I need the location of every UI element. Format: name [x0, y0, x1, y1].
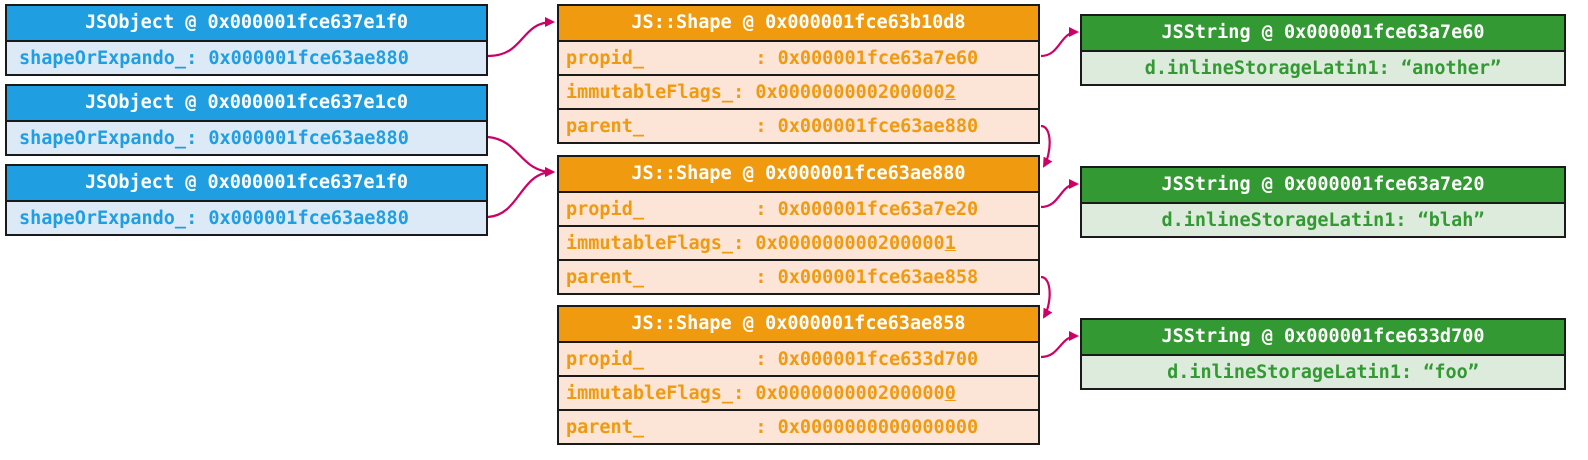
propid-field: propid_ : 0x000001fce633d700 [559, 341, 1038, 375]
inline-storage-field: d.inlineStorageLatin1: “blah” [1082, 202, 1564, 236]
jsobject-box-1: JSObject @ 0x000001fce637e1f0 shapeOrExp… [5, 4, 488, 76]
arrow-shape3-to-string3 [1040, 331, 1079, 359]
jsstring-box-1: JSString @ 0x000001fce63a7e60 d.inlineSt… [1080, 14, 1566, 86]
jsstring-header: JSString @ 0x000001fce63a7e60 [1082, 16, 1564, 50]
arrow-object3-to-shape2 [487, 167, 555, 219]
flags-last-digit: 1 [944, 233, 956, 254]
propid-field: propid_ : 0x000001fce63a7e20 [559, 191, 1038, 225]
arrow-shape1-parent [1040, 124, 1053, 168]
shape-header: JS::Shape @ 0x000001fce63ae858 [559, 307, 1038, 341]
shape-header: JS::Shape @ 0x000001fce63b10d8 [559, 6, 1038, 40]
shape-header: JS::Shape @ 0x000001fce63ae880 [559, 157, 1038, 191]
jsstring-box-3: JSString @ 0x000001fce633d700 d.inlineSt… [1080, 318, 1566, 390]
shape-box-1: JS::Shape @ 0x000001fce63b10d8 propid_ :… [557, 4, 1040, 144]
arrow-shape2-to-string2 [1040, 179, 1079, 209]
flags-value: immutableFlags_: 0x000000000200000 [566, 383, 945, 404]
parent-field: parent_ : 0x000001fce63ae880 [559, 108, 1038, 142]
jsobject-box-3: JSObject @ 0x000001fce637e1f0 shapeOrExp… [5, 164, 488, 236]
shape-box-2: JS::Shape @ 0x000001fce63ae880 propid_ :… [557, 155, 1040, 295]
arrow-shape1-to-string1 [1040, 27, 1079, 58]
parent-field: parent_ : 0x0000000000000000 [559, 409, 1038, 443]
jsobject-header: JSObject @ 0x000001fce637e1c0 [7, 86, 486, 120]
flags-last-digit: 0 [944, 383, 956, 404]
jsobject-header: JSObject @ 0x000001fce637e1f0 [7, 6, 486, 40]
arrow-shape2-parent [1040, 275, 1053, 319]
flags-last-digit: 2 [944, 82, 956, 103]
arrow-object2-to-shape2 [487, 135, 555, 177]
jsstring-header: JSString @ 0x000001fce633d700 [1082, 320, 1564, 354]
parent-field: parent_ : 0x000001fce63ae858 [559, 259, 1038, 293]
immutable-flags-field: immutableFlags_: 0x0000000002000002 [559, 74, 1038, 108]
flags-value: immutableFlags_: 0x000000000200000 [566, 233, 945, 254]
shape-or-expando-field: shapeOrExpando_: 0x000001fce63ae880 [7, 200, 486, 234]
inline-storage-field: d.inlineStorageLatin1: “another” [1082, 50, 1564, 84]
shape-or-expando-field: shapeOrExpando_: 0x000001fce63ae880 [7, 40, 486, 74]
arrow-object1-to-shape1 [487, 17, 555, 58]
jsstring-header: JSString @ 0x000001fce63a7e20 [1082, 168, 1564, 202]
immutable-flags-field: immutableFlags_: 0x0000000002000000 [559, 375, 1038, 409]
shape-box-3: JS::Shape @ 0x000001fce63ae858 propid_ :… [557, 305, 1040, 445]
flags-value: immutableFlags_: 0x000000000200000 [566, 82, 945, 103]
immutable-flags-field: immutableFlags_: 0x0000000002000001 [559, 225, 1038, 259]
jsobject-box-2: JSObject @ 0x000001fce637e1c0 shapeOrExp… [5, 84, 488, 156]
jsobject-header: JSObject @ 0x000001fce637e1f0 [7, 166, 486, 200]
inline-storage-field: d.inlineStorageLatin1: “foo” [1082, 354, 1564, 388]
shape-or-expando-field: shapeOrExpando_: 0x000001fce63ae880 [7, 120, 486, 154]
propid-field: propid_ : 0x000001fce63a7e60 [559, 40, 1038, 74]
jsstring-box-2: JSString @ 0x000001fce63a7e20 d.inlineSt… [1080, 166, 1566, 238]
